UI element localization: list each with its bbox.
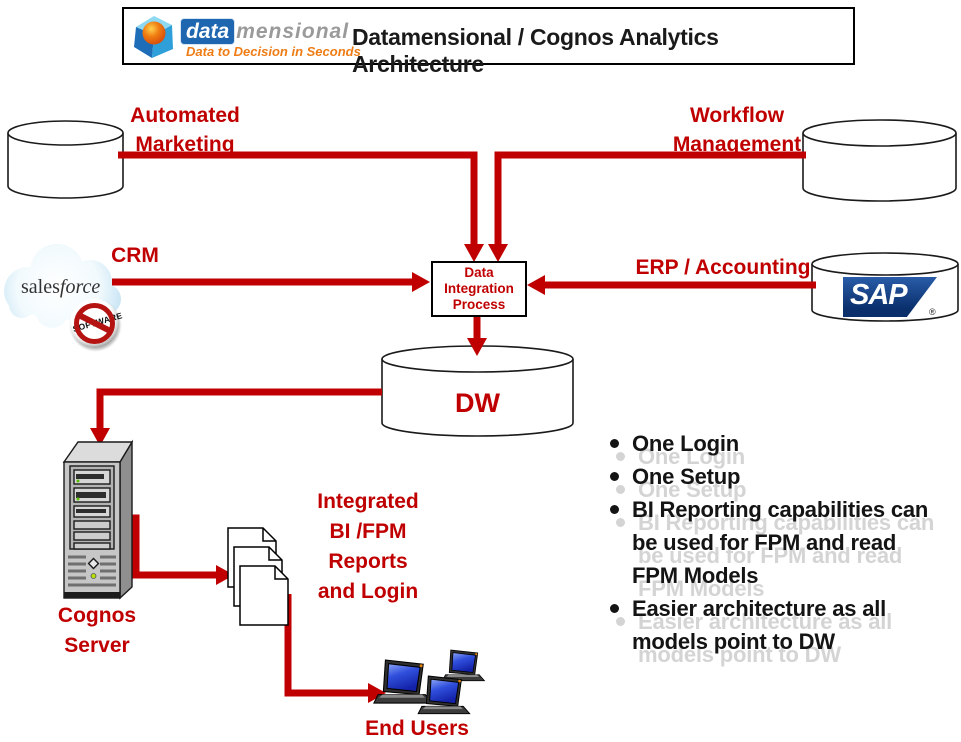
logo-word-data: data — [180, 18, 236, 45]
sap-logo-shape: SAP — [843, 277, 937, 317]
data-integration-process-box: Data Integration Process — [431, 261, 527, 317]
documents-stack — [227, 527, 289, 626]
bullet-line: BI Reporting capabilities can — [607, 493, 961, 526]
arrowhead-dw — [467, 338, 487, 356]
arrowhead-crm — [412, 272, 430, 292]
connector-reports-to-endusers — [284, 594, 368, 697]
bullet-line: models point to DW — [632, 629, 835, 654]
bullet-line: be used for FPM and read — [632, 530, 897, 555]
no-software-badge: SOFTWARE — [70, 299, 124, 348]
label-end-users: End Users — [365, 717, 469, 740]
data-integration-process-label: Data Integration Process — [444, 265, 514, 312]
cylinder-workflow-management — [802, 119, 957, 202]
bullet-line: One Login — [607, 427, 961, 460]
connector-dw-to-cognos — [96, 388, 382, 428]
cylinder-automated-marketing — [7, 120, 124, 199]
label-crm: CRM — [111, 244, 159, 267]
ghost-bullet-line: One Login — [613, 440, 961, 473]
sap-logo: SAP ® — [843, 277, 941, 319]
datamensional-gem-icon — [134, 16, 173, 58]
no-software-badge-ring — [74, 303, 115, 344]
ghost-bullet-line: BI Reporting capabilities can — [613, 506, 961, 539]
label-erp-accounting: ERP / Accounting — [635, 256, 811, 279]
logo-wordmark: data mensional — [180, 18, 349, 45]
ghost-bullet-line: Easier architecture as all — [613, 605, 961, 638]
logo-tagline: Data to Decision in Seconds — [186, 44, 361, 59]
header-box: data mensional Data to Decision in Secon… — [122, 7, 855, 77]
ghost-bullet-line: FPM Models — [638, 576, 765, 601]
bullet-list-ghost: One Login One Setup BI Reporting capabil… — [613, 440, 961, 671]
salesforce-wordmark: salesforce — [21, 276, 100, 299]
arrowhead-endusers — [368, 683, 386, 703]
arrowhead-down-left — [464, 244, 484, 262]
page-title: Datamensional / Cognos Analytics Archite… — [352, 24, 719, 77]
ghost-bullet-line: models point to DW — [638, 642, 841, 667]
connector-cognos-to-reports — [126, 514, 216, 579]
ghost-bullet-line: One Setup — [613, 473, 961, 506]
end-users-laptops — [373, 649, 486, 715]
sap-registered-mark: ® — [929, 307, 936, 317]
cylinder-dw — [381, 345, 574, 437]
arrowhead-down-right — [488, 244, 508, 262]
label-dw: DW — [455, 388, 500, 418]
logo-word-mensional: mensional — [236, 19, 350, 43]
salesforce-word-force: force — [59, 276, 101, 298]
bullet-list: One Login One Setup BI Reporting capabil… — [607, 427, 961, 658]
label-workflow-management: Workflow Management — [672, 104, 802, 156]
ghost-bullet-line: be used for FPM and read — [638, 543, 903, 568]
arrowhead-reports — [216, 565, 234, 585]
arrowhead-cognos — [90, 428, 110, 446]
label-integrated-reports: Integrated BI /FPM Reports and Login — [317, 490, 419, 603]
server-graphic — [62, 439, 134, 600]
bullet-line: FPM Models — [632, 563, 759, 588]
bullet-line: Easier architecture as all — [607, 592, 961, 625]
sap-logo-text: SAP — [850, 279, 908, 311]
label-cognos-server: Cognos Server — [57, 604, 137, 657]
bullet-line: One Setup — [607, 460, 961, 493]
salesforce-word-sales: sales — [21, 276, 60, 298]
connector-automated-to-integration — [118, 151, 478, 244]
connector-workflow-to-integration — [494, 151, 806, 244]
label-automated-marketing: Automated Marketing — [130, 104, 240, 156]
arrowhead-erp — [527, 275, 545, 295]
